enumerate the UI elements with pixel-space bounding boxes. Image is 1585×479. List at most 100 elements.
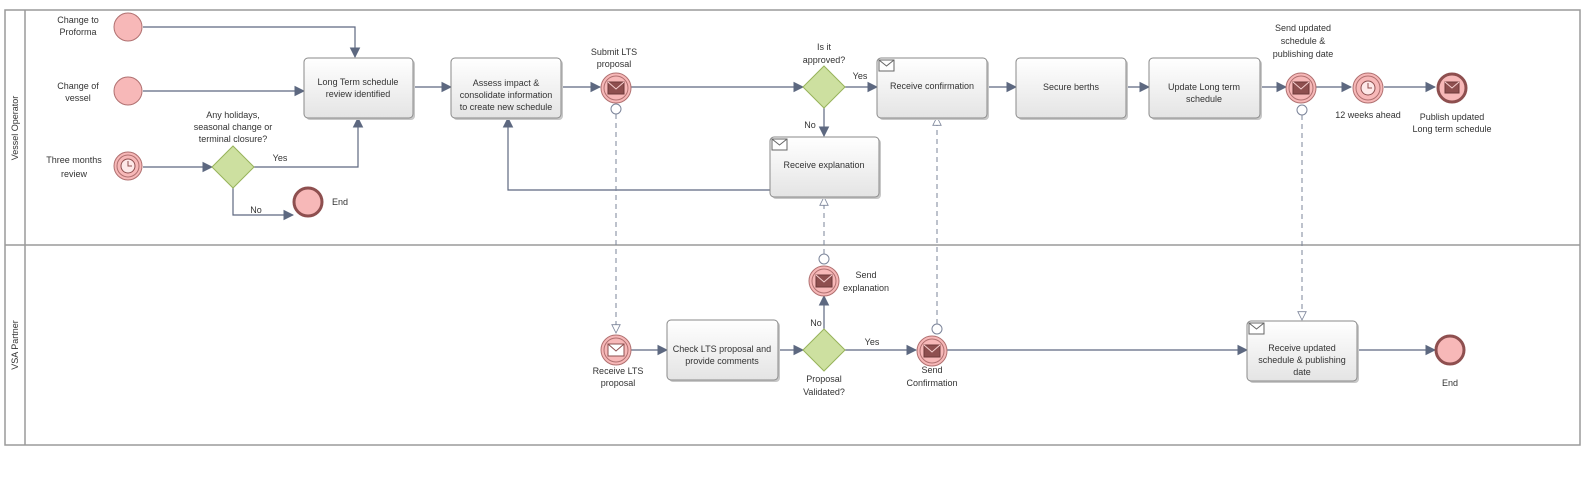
event-send-confirmation[interactable]: Send Confirmation <box>906 335 958 388</box>
gateway-proposal-validated[interactable]: Proposal Validated? Yes No <box>802 318 880 397</box>
message-event-inner <box>1288 75 1314 101</box>
pool: Vessel Operator VSA Partner <box>4 9 1581 446</box>
gateway-yes-label: Yes <box>853 71 868 81</box>
label-line: Send <box>921 365 942 375</box>
task-receive-confirmation[interactable]: Receive confirmation <box>876 57 989 120</box>
event-send-explanation[interactable]: Send explanation <box>808 265 889 297</box>
label-line: consolidate information <box>460 90 553 100</box>
clock-icon <box>1360 80 1376 96</box>
envelope-icon <box>1444 81 1460 94</box>
label-line: proposal <box>601 378 636 388</box>
task-receive-explanation[interactable]: Receive explanation <box>769 136 881 199</box>
task-box <box>1246 320 1358 382</box>
label-line: Confirmation <box>906 378 957 388</box>
event-receive-lts-proposal[interactable]: Receive LTS proposal <box>593 334 644 388</box>
lane-label-vessel-operator: Vessel Operator <box>10 96 20 161</box>
flow-gateway-yes-to-review <box>254 116 364 168</box>
start-event-circle <box>113 12 143 42</box>
task-receive-updated-schedule[interactable]: Receive updated schedule & publishing da… <box>1246 320 1359 383</box>
envelope-icon <box>815 274 833 288</box>
label-line: date <box>1293 367 1311 377</box>
task-assess-impact[interactable]: Assess impact & consolidate information … <box>450 57 563 120</box>
label-line: Change to <box>57 15 99 25</box>
label-line: Send <box>855 270 876 280</box>
label-line: schedule & <box>1281 36 1326 46</box>
envelope-icon <box>771 138 788 151</box>
label-line: Check LTS proposal and <box>673 344 771 354</box>
label-line: Long term schedule <box>1412 124 1491 134</box>
label-line: Receive updated <box>1268 343 1336 353</box>
label-line: review <box>61 169 88 179</box>
message-event-inner <box>603 75 629 101</box>
task-label: Secure berths <box>1043 82 1100 92</box>
gateway-approved[interactable]: Is it approved? Yes No <box>802 42 868 130</box>
envelope-icon <box>1248 322 1265 335</box>
start-event-change-proforma[interactable]: Change to Proforma <box>57 12 143 42</box>
gateway-no-label: No <box>250 205 262 215</box>
task-box <box>450 57 562 119</box>
timer-event-inner <box>116 154 140 178</box>
label-line: to create new schedule <box>460 102 553 112</box>
task-update-lts[interactable]: Update Long term schedule <box>1148 57 1262 120</box>
task-box <box>303 57 414 119</box>
label-line: Three months <box>46 155 102 165</box>
message-origin-send-updated <box>1296 104 1308 116</box>
envelope-icon <box>923 344 941 358</box>
task-box <box>1148 57 1261 119</box>
end-event-circle <box>292 186 324 218</box>
label-line: publishing date <box>1273 49 1334 59</box>
label-line: approved? <box>803 55 846 65</box>
event-send-updated-schedule[interactable]: Send updated schedule & publishing date <box>1273 23 1334 104</box>
label-line: Receive LTS <box>593 366 644 376</box>
task-secure-berths[interactable]: Secure berths <box>1015 57 1128 120</box>
flow-explanation-to-assess <box>502 116 770 191</box>
label-line: provide comments <box>685 356 759 366</box>
gateway-diamond <box>211 145 255 189</box>
label-line: schedule & publishing <box>1258 355 1346 365</box>
task-check-lts-proposal[interactable]: Check LTS proposal and provide comments <box>666 319 780 382</box>
label-line: review identified <box>326 89 391 99</box>
message-event-inner <box>603 337 629 363</box>
gateway-no-label: No <box>810 318 822 328</box>
end-event-publish-updated[interactable]: Publish updated Long term schedule <box>1412 72 1492 134</box>
event-submit-lts-proposal[interactable]: Submit LTS proposal <box>591 47 637 104</box>
start-event-change-vessel[interactable]: Change of vessel <box>57 76 143 106</box>
task-box <box>876 57 988 119</box>
task-label: Receive confirmation <box>890 81 974 91</box>
end-event-vessel-operator[interactable]: End <box>292 186 348 218</box>
label-line: proposal <box>597 59 632 69</box>
task-label: Receive explanation <box>783 160 864 170</box>
timer-label: 12 weeks ahead <box>1335 110 1401 120</box>
message-origin-explanation <box>818 253 830 265</box>
end-event-vsa-partner[interactable]: End <box>1434 334 1466 388</box>
envelope-icon <box>1292 81 1310 95</box>
message-origin-submit <box>610 103 622 115</box>
label-line: explanation <box>843 283 889 293</box>
flow-proforma-to-review <box>143 26 361 59</box>
label-line: Is it <box>817 42 832 52</box>
message-flows <box>610 103 1308 335</box>
start-event-circle <box>113 76 143 106</box>
gateway-no-label: No <box>804 120 816 130</box>
gateway-diamond <box>802 65 846 109</box>
label-line: Proposal <box>806 374 842 384</box>
timer-event-inner <box>1355 75 1381 101</box>
timer-event-three-months[interactable]: Three months review <box>46 151 143 181</box>
label-line: Any holidays, <box>206 110 260 120</box>
message-event-inner <box>919 338 945 364</box>
end-event-label: End <box>1442 378 1458 388</box>
label-line: Assess impact & <box>473 78 540 88</box>
gateway-holidays[interactable]: Any holidays, seasonal change or termina… <box>194 110 288 215</box>
gateway-diamond <box>802 328 846 372</box>
task-lts-review[interactable]: Long Term schedule review identified <box>303 57 415 120</box>
label-line: Publish updated <box>1420 112 1485 122</box>
gateway-yes-label: Yes <box>865 337 880 347</box>
message-event-inner <box>811 268 837 294</box>
label-line: Update Long term <box>1168 82 1240 92</box>
task-box <box>1015 57 1127 119</box>
timer-event-12-weeks[interactable]: 12 weeks ahead <box>1335 72 1401 120</box>
label-line: Send updated <box>1275 23 1331 33</box>
envelope-icon <box>607 343 625 357</box>
end-event-circle <box>1434 334 1466 366</box>
